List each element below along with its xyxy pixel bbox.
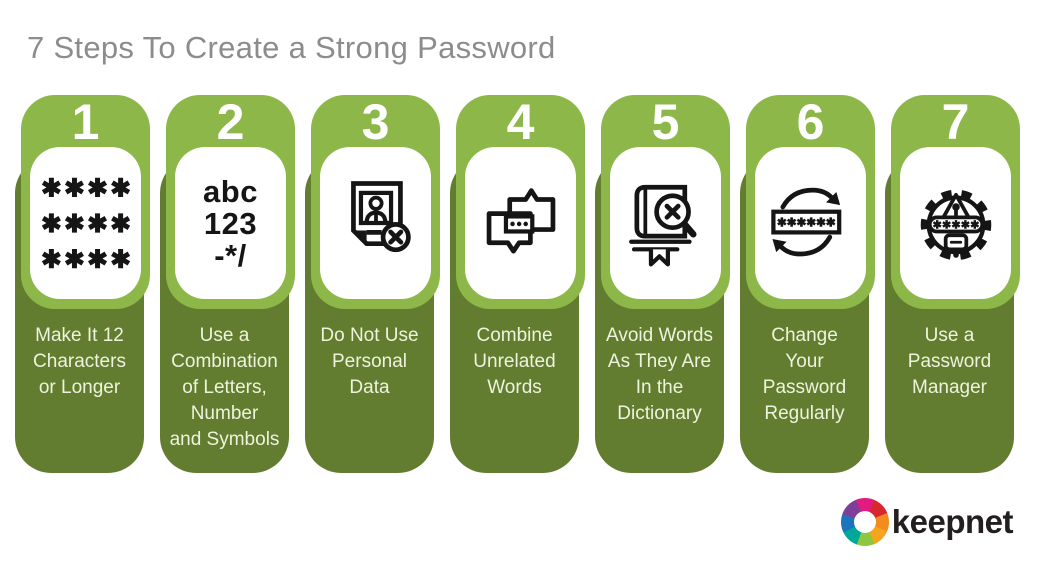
step-3-head: 3 — [311, 95, 440, 309]
step-4-number: 4 — [506, 94, 535, 150]
step-1-head: 1 — [21, 95, 150, 309]
rotate-password-icon — [770, 187, 841, 257]
asterisks-grid-icon — [36, 169, 136, 277]
step-3-iconbox — [320, 147, 431, 299]
step-card-6: 6 C — [740, 95, 875, 475]
keepnet-logo-text: keepnet — [891, 503, 1014, 540]
step-1-label: Make It 12 Characters or Longer — [33, 325, 126, 398]
step-3-number: 3 — [361, 94, 390, 150]
no-personal-data-icon — [350, 181, 411, 253]
step-card-4: 4 Combine Unrelated Words — [450, 95, 585, 475]
step-6-label: Change Your Password Regularly — [762, 325, 847, 424]
step-1-number: 1 — [71, 94, 100, 150]
step-1-iconbox — [30, 147, 141, 299]
keepnet-logo: keepnet — [840, 497, 1014, 547]
password-manager-gear-icon — [920, 189, 991, 261]
step-5-iconbox — [610, 147, 721, 299]
step-7-head: 7 — [891, 95, 1020, 309]
step-card-1: 1 Make It 12 Characters or Longer — [15, 95, 150, 475]
page-title: 7 Steps To Create a Strong Password — [27, 30, 556, 65]
step-2-label: Use a Combination of Letters, Number and… — [169, 325, 280, 450]
step-2-iconbox: abc 123 -*/ — [175, 147, 286, 299]
step-2-number: 2 — [216, 94, 245, 150]
step-4-label: Combine Unrelated Words — [473, 325, 556, 398]
keepnet-logo-icon — [840, 498, 889, 546]
step-4-iconbox — [465, 147, 576, 299]
step-card-2: 2 abc 123 -*/ Use a Combination of Lette… — [160, 95, 295, 475]
step-3-label: Do Not Use Personal Data — [320, 325, 419, 398]
step-5-head: 5 — [601, 95, 730, 309]
step-5-label: Avoid Words As They Are In the Dictionar… — [605, 325, 713, 424]
step-7-number: 7 — [941, 94, 970, 150]
step-4-head: 4 — [456, 95, 585, 309]
step-card-5: 5 Avoid Words As They Are In the Diction… — [595, 95, 730, 475]
step-card-7: 7 — [885, 95, 1020, 475]
letters-numbers-symbols-icon: abc 123 -*/ — [203, 174, 258, 273]
step-5-number: 5 — [651, 94, 680, 150]
step-7-iconbox — [900, 147, 1011, 299]
step-6-head: 6 — [746, 95, 875, 309]
step-7-label: Use a Password Manager — [907, 325, 992, 398]
step-2-head: 2 abc 123 -*/ — [166, 95, 295, 309]
dictionary-search-icon — [628, 184, 697, 267]
step-card-3: 3 Do Not Use Personal Data — [305, 95, 440, 475]
speech-bubbles-icon — [486, 188, 555, 254]
step-6-iconbox — [755, 147, 866, 299]
step-6-number: 6 — [796, 94, 825, 150]
